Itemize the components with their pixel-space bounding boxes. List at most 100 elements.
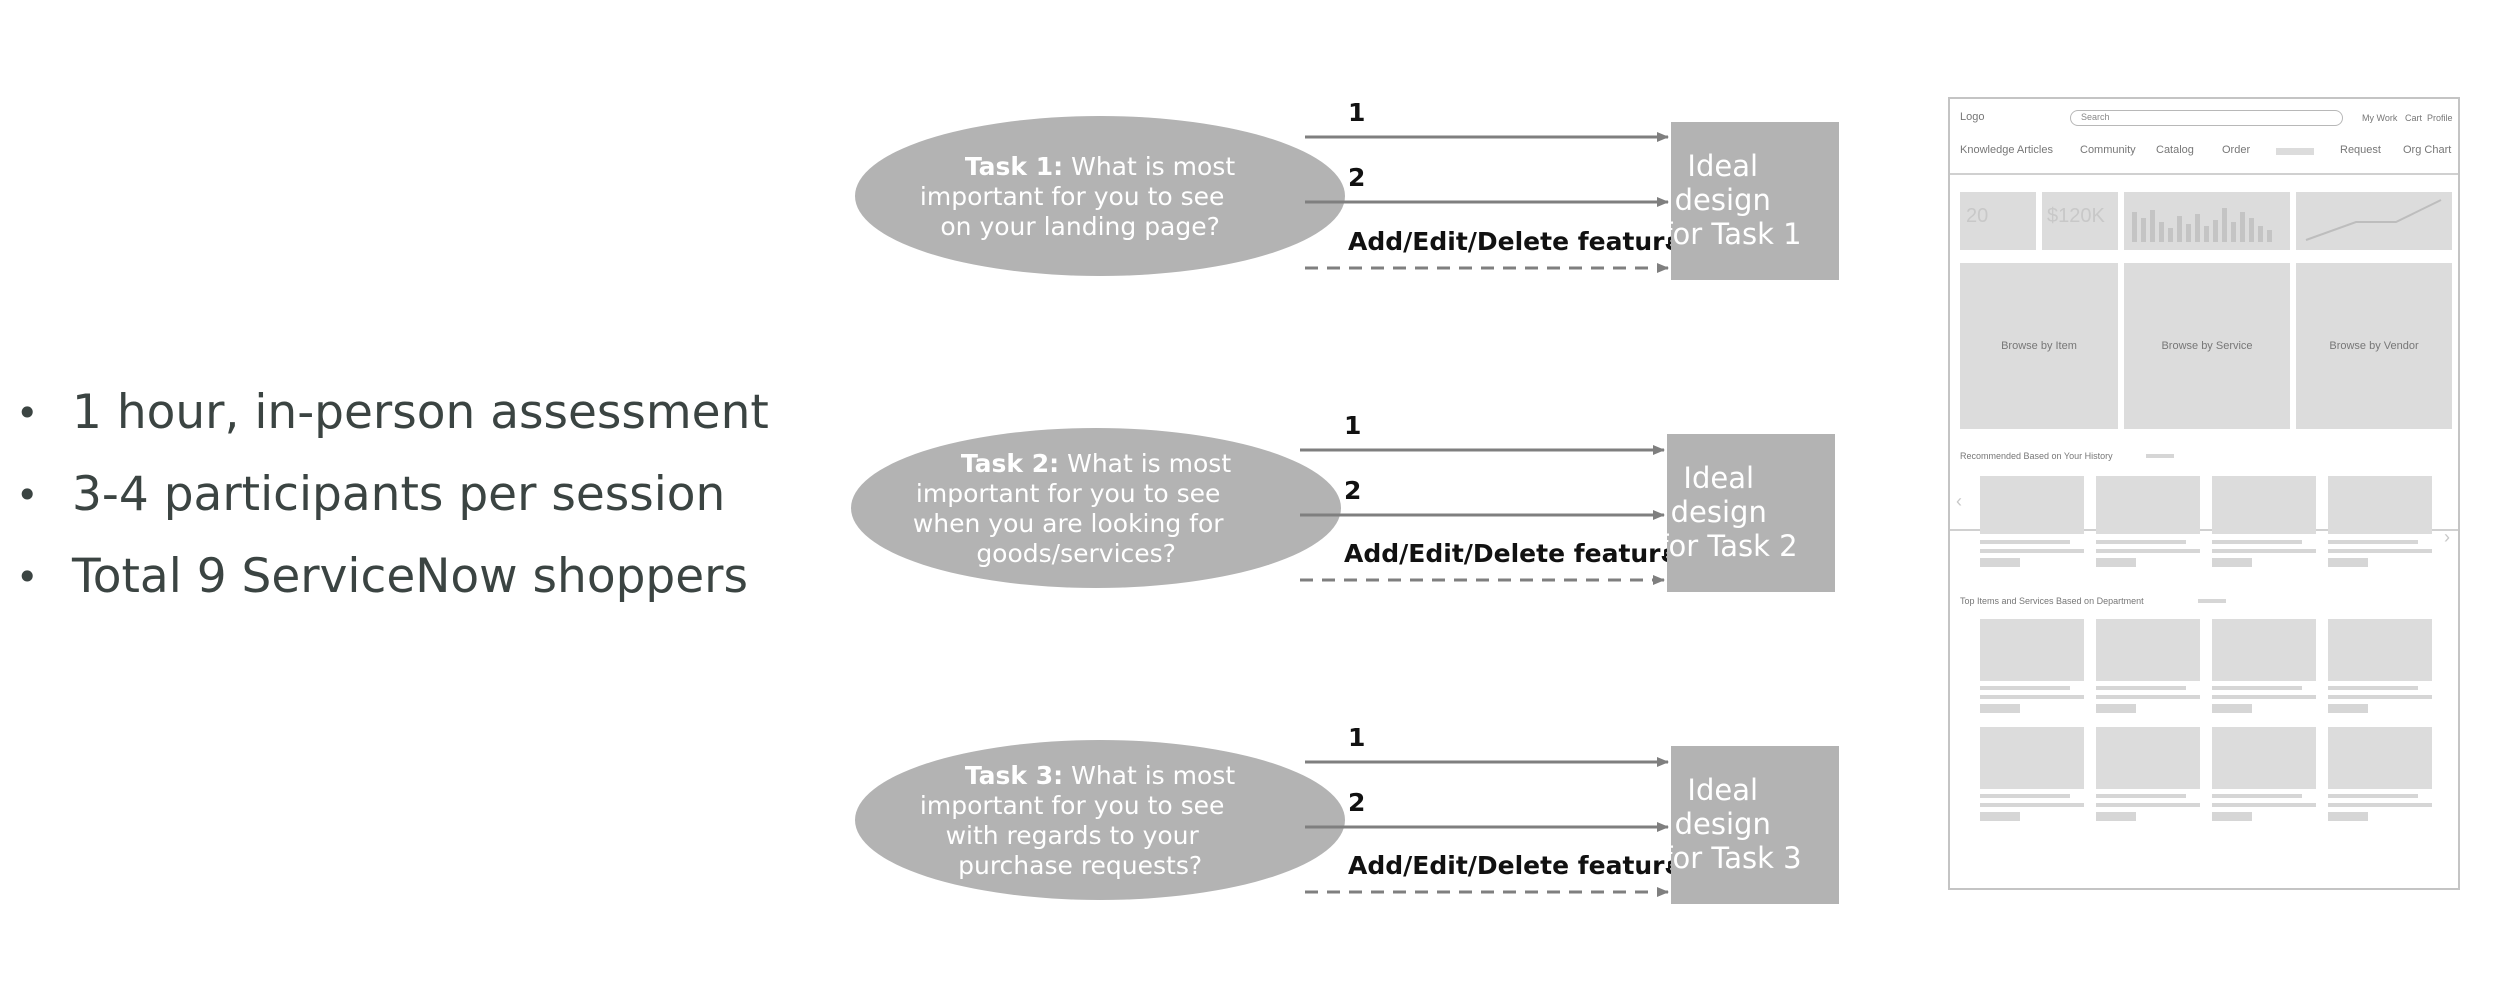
wireframe-text-line	[2096, 540, 2186, 544]
wireframe-top-item-card	[1980, 619, 2084, 681]
bullet-text: Total 9 ServiceNow shoppers	[72, 549, 748, 604]
wireframe-bar-chart-icon	[2132, 208, 2272, 242]
wireframe-nav-item: Request	[2340, 144, 2381, 156]
wireframe-section-title: Top Items and Services Based on Departme…	[1960, 596, 2144, 606]
task-question-text: Task 1: What is most important for you t…	[909, 152, 1291, 241]
wireframe-text-line	[2096, 695, 2200, 699]
wireframe-my-work-link: My Work	[2362, 113, 2398, 123]
ideal-design-box	[1671, 122, 1839, 280]
wireframe-top-item-card	[2096, 727, 2200, 789]
wireframe-nav-item: Community	[2080, 144, 2136, 156]
option-arrow-2-label: 2	[1348, 788, 1365, 817]
wireframe-text-line	[2212, 803, 2316, 807]
wireframe-top-item-card	[2212, 727, 2316, 789]
wireframe-stat-value: 20	[1966, 205, 1989, 227]
task-question-ellipse	[855, 116, 1345, 276]
wireframe-section-title: Recommended Based on Your History	[1960, 451, 2113, 461]
task-question-text: Task 2: What is most important for you t…	[905, 449, 1287, 568]
wireframe-profile-link: Profile	[2427, 113, 2453, 123]
option-arrow-1-label: 1	[1348, 98, 1365, 127]
wireframe-text-line	[1980, 704, 2020, 713]
wireframe-nav-item: Org Chart	[2403, 144, 2452, 156]
ideal-design-line: Ideal	[1683, 461, 1754, 495]
wireframe-text-line	[2212, 812, 2252, 821]
wireframe-text-line	[2328, 794, 2418, 798]
features-label: Add/Edit/Delete features	[1344, 539, 1692, 568]
task-question-line: important for you to see	[920, 182, 1225, 211]
wireframe-text-line	[2328, 812, 2368, 821]
wireframe-nav-item: Order	[2222, 144, 2251, 156]
option-arrow-2-label: 2	[1344, 476, 1361, 505]
wireframe-cart-link: Cart	[2405, 113, 2423, 123]
wireframe-carousel-divider	[1950, 529, 2458, 531]
wireframe-text-line	[2328, 704, 2368, 713]
wireframe-text-line	[2096, 549, 2200, 553]
bullet-item: • 1 hour, in-person assessment	[16, 378, 769, 460]
task-question-line: important for you to see	[916, 479, 1221, 508]
task-question-text: Task 3: What is most important for you t…	[909, 761, 1291, 880]
wireframe-text-line	[2212, 686, 2302, 690]
ideal-design-line: Ideal	[1687, 773, 1758, 807]
wireframe-text-line	[1980, 686, 2070, 690]
ideal-design-box	[1671, 746, 1839, 904]
ideal-design-text: Ideal design for Task 1	[1662, 149, 1847, 251]
wireframe-text-line	[2328, 540, 2418, 544]
task-question-line: when you are looking for	[913, 509, 1224, 538]
task-question-ellipse	[855, 740, 1345, 900]
option-arrow-2-label: 2	[1348, 163, 1365, 192]
wireframe-recommended-card	[2096, 476, 2200, 534]
wireframe-text-line	[2096, 794, 2186, 798]
wireframe-text-line	[2212, 704, 2252, 713]
task-label: Task 3:	[965, 761, 1063, 790]
wireframe-top-item-card	[1980, 727, 2084, 789]
task-question-ellipse	[851, 428, 1341, 588]
task-row-1: Task 1: What is most important for you t…	[855, 98, 1847, 280]
ideal-design-line: design	[1675, 183, 1771, 217]
task-question-line: What is most	[1063, 152, 1235, 181]
carousel-prev-icon: ‹	[1956, 491, 1962, 511]
bullet-text: 1 hour, in-person assessment	[72, 385, 769, 440]
task-question-line: purchase requests?	[958, 851, 1202, 880]
wireframe-text-line	[1980, 549, 2084, 553]
wireframe-nav-placeholder	[2276, 148, 2314, 155]
ideal-design-text: Ideal design for Task 3	[1662, 773, 1847, 875]
features-label: Add/Edit/Delete features	[1348, 227, 1696, 256]
wireframe-text-line	[2096, 686, 2186, 690]
wireframe-line-chart-icon	[2305, 199, 2442, 241]
wireframe-text-line	[2096, 803, 2200, 807]
bullet-item: •3-4 participants per session	[16, 460, 769, 542]
ideal-design-line: Ideal	[1687, 149, 1758, 183]
wireframe-text-line	[2328, 803, 2432, 807]
ideal-design-line: for Task 1	[1662, 217, 1801, 251]
bullet-dot-icon: •	[16, 473, 39, 517]
wireframe-text-line	[1980, 695, 2084, 699]
ideal-design-text: Ideal design for Task 2	[1658, 461, 1843, 563]
task-row-2: Task 2: What is most important for you t…	[851, 411, 1843, 592]
wireframe-section-placeholder	[2146, 454, 2174, 458]
wireframe-top-item-card	[2212, 619, 2316, 681]
wireframe-nav-divider	[1950, 173, 2458, 175]
wireframe-text-line	[2212, 695, 2316, 699]
option-arrow-1-label: 1	[1348, 723, 1365, 752]
wireframe-text-line	[1980, 794, 2070, 798]
landing-page-wireframe: Logo Search My Work Cart Profile Knowled…	[1948, 97, 2460, 890]
ideal-design-line: design	[1675, 807, 1771, 841]
wireframe-section-placeholder	[2198, 599, 2226, 603]
wireframe-text-line	[2096, 812, 2136, 821]
wireframe-stat-value: $120K	[2047, 205, 2105, 227]
wireframe-text-line	[1980, 812, 2020, 821]
ideal-design-line: for Task 2	[1658, 529, 1797, 563]
wireframe-text-line	[2212, 558, 2252, 567]
wireframe-text-line	[2328, 695, 2432, 699]
ideal-design-line: for Task 3	[1662, 841, 1801, 875]
wireframe-top-item-card	[2328, 619, 2432, 681]
task-question-line: important for you to see	[920, 791, 1225, 820]
wireframe-top-item-card	[2096, 619, 2200, 681]
carousel-next-icon: ›	[2444, 527, 2450, 547]
bullet-dot-icon: •	[16, 391, 39, 435]
wireframe-recommended-card	[2212, 476, 2316, 534]
wireframe-recommended-card	[1980, 476, 2084, 534]
task-question-line: with regards to your	[946, 821, 1200, 850]
wireframe-nav-item: Catalog	[2156, 144, 2194, 156]
